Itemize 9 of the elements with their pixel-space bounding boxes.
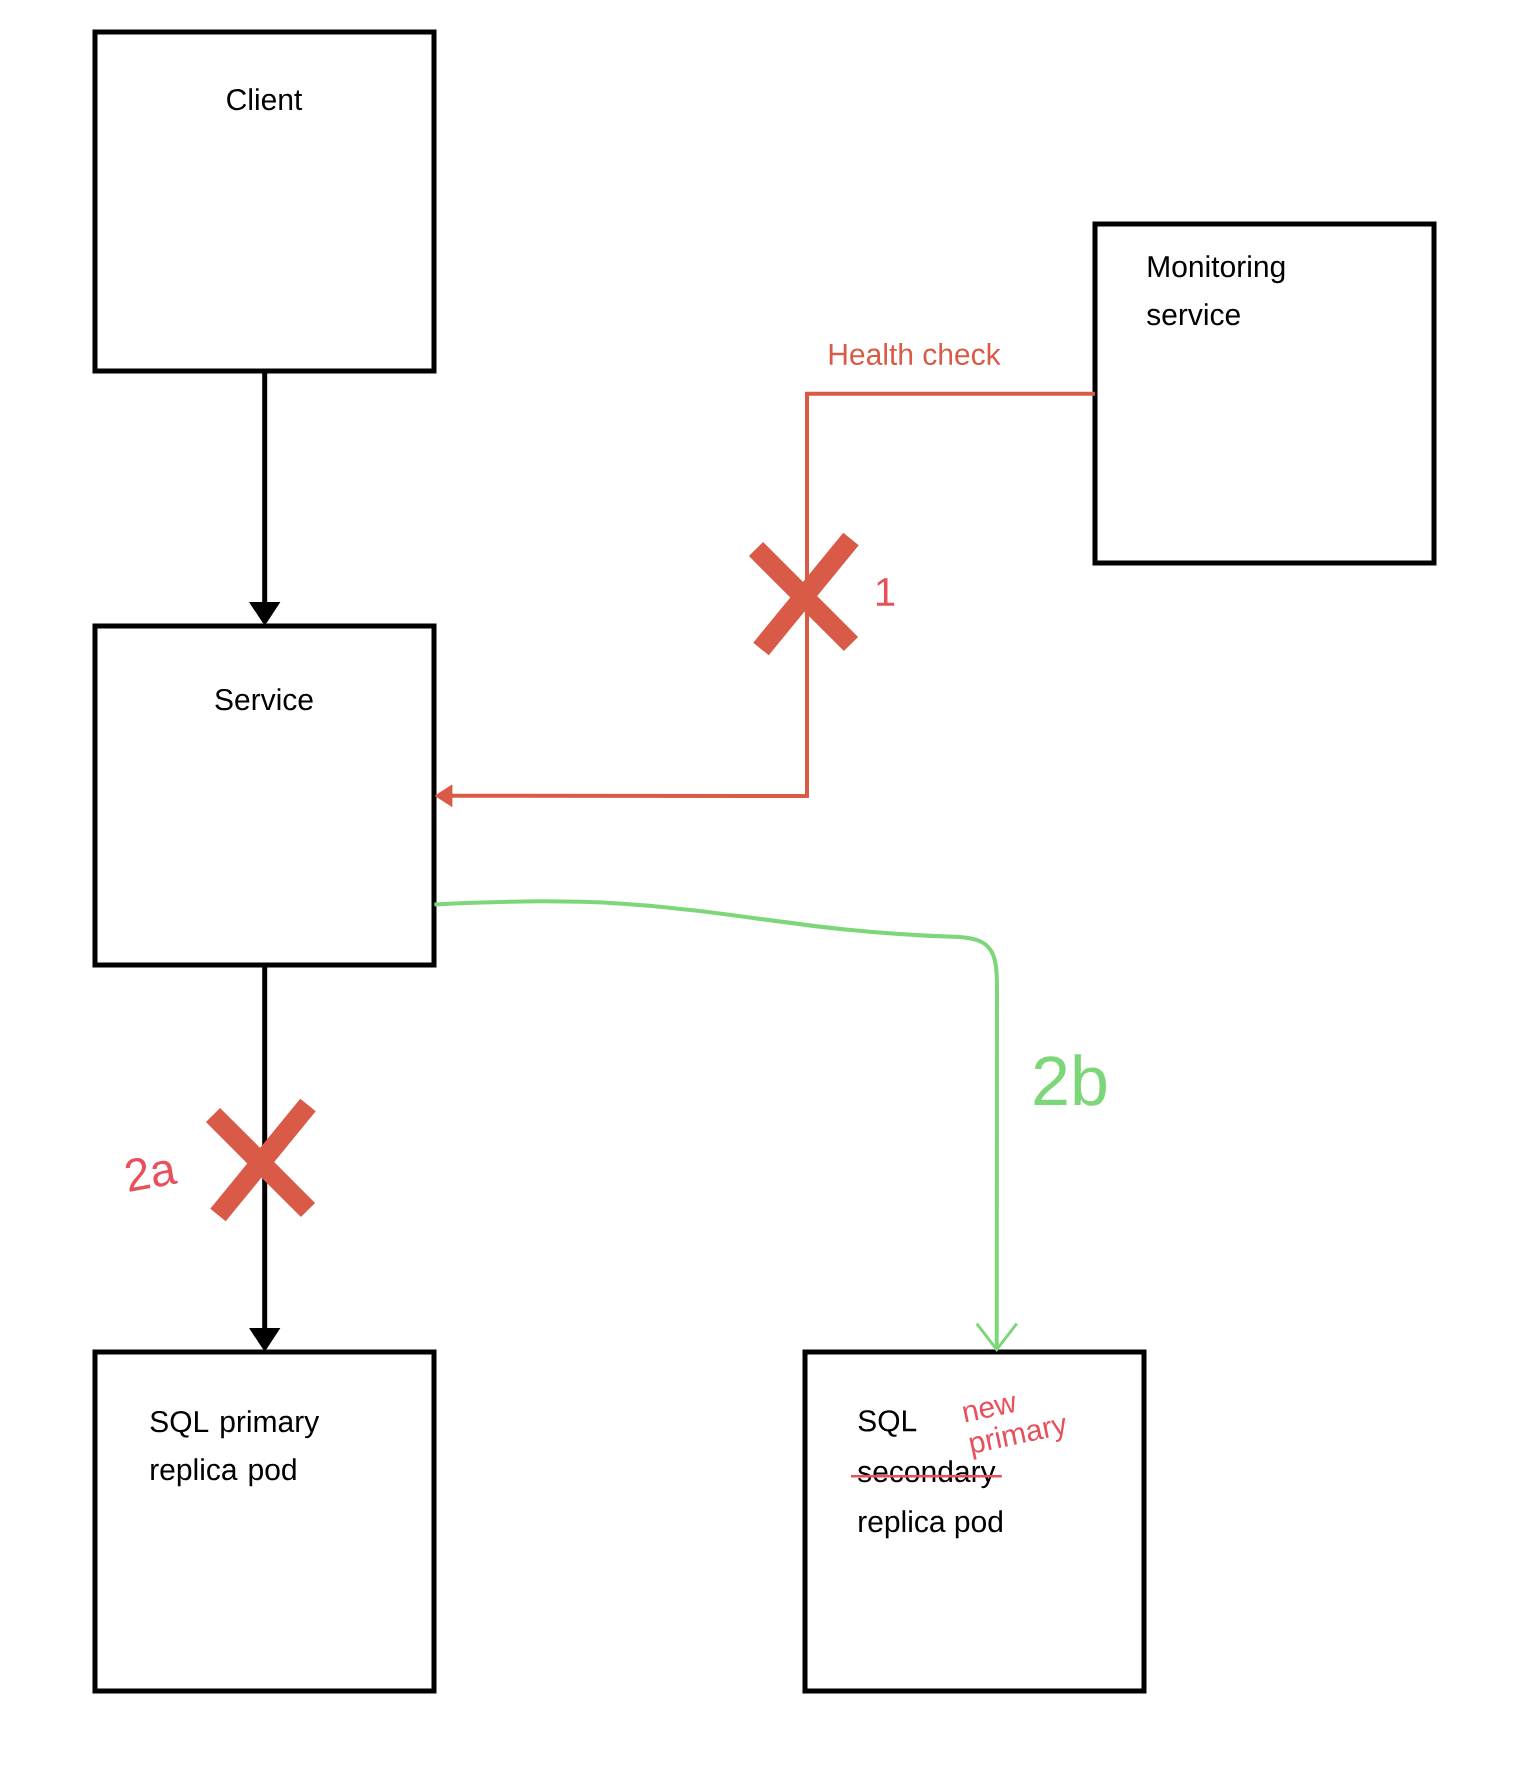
callout-number: 2b (1034, 1054, 1106, 1106)
process-box: Monitoring service (1092, 221, 1437, 566)
process-box: SQL primary replica pod (92, 1349, 437, 1694)
arrow (434, 899, 1018, 1352)
callout-number: 2a (125, 1157, 178, 1192)
process-box: Client (92, 29, 437, 374)
callout-number: 1 (876, 578, 895, 606)
process-box: Service (92, 623, 437, 968)
edge-label: Health check (829, 343, 1001, 366)
